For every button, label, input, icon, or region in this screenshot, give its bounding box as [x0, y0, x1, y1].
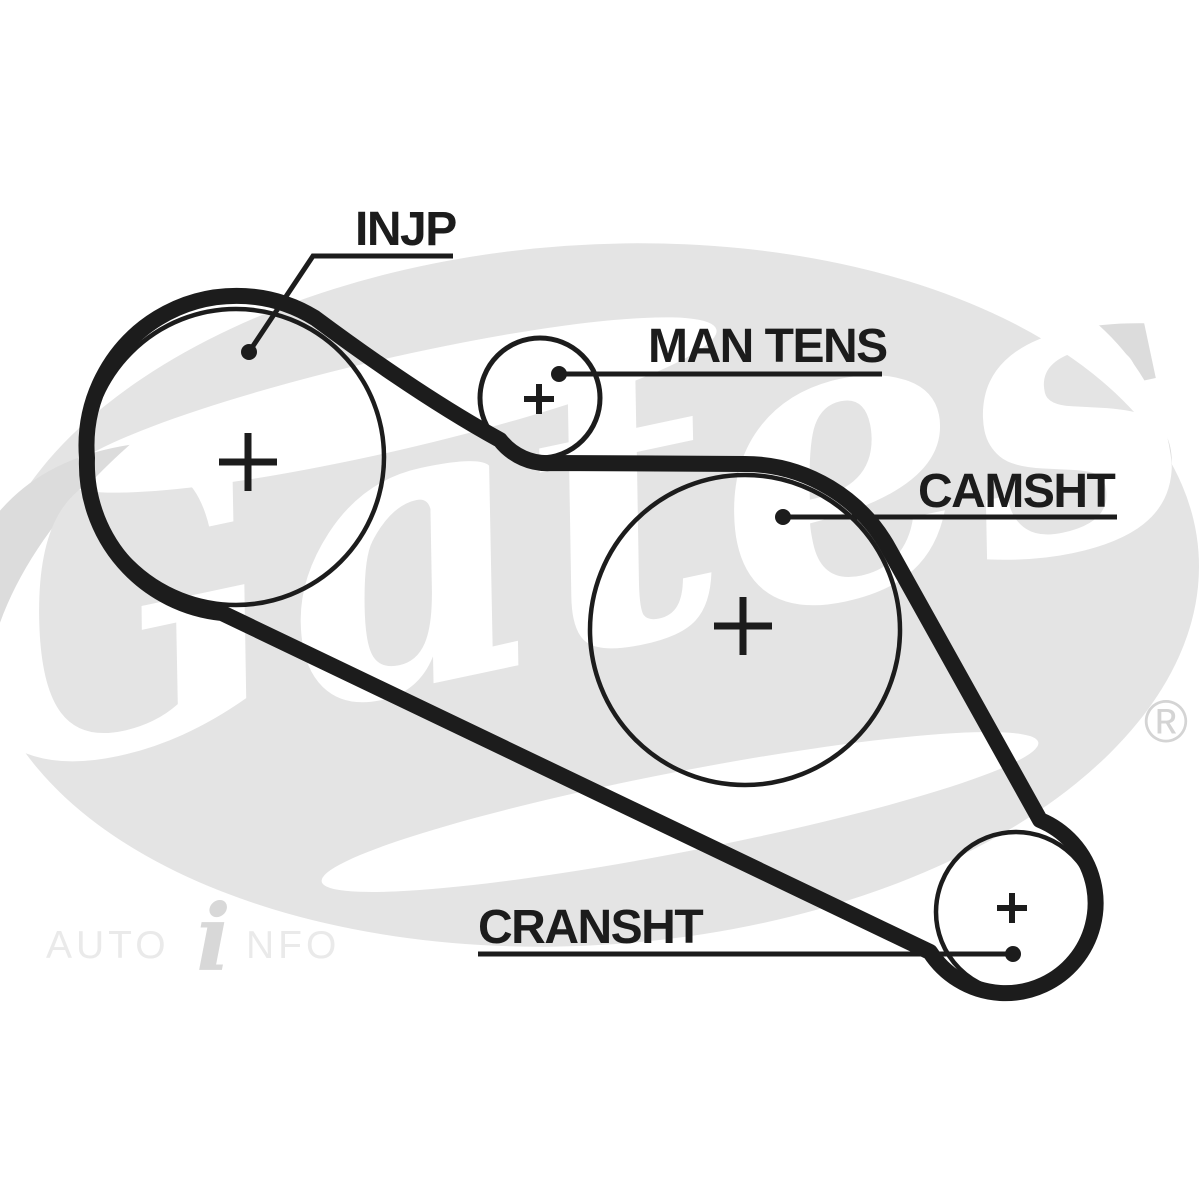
autoinfo-i-glyph: i: [196, 884, 231, 992]
autoinfo-watermark: AUTO i NFO: [46, 884, 340, 992]
injp-center-cross: [219, 433, 277, 491]
swoosh-band-upper: [63, 317, 717, 493]
cransht-center-cross: [997, 893, 1027, 923]
man-tens-leader-dot: [551, 366, 567, 382]
man-tens-leader: [551, 366, 882, 382]
camsht-pulley-circle: [587, 472, 903, 788]
autoinfo-auto-text: AUTO: [46, 924, 170, 967]
injp-leader-line: [246, 253, 453, 354]
cransht-leader-dot: [1005, 946, 1021, 962]
pulley-labels: INJP MAN TENS CAMSHT CRANSHT: [355, 203, 1117, 954]
injp-leader-dot: [241, 344, 257, 360]
registered-trademark-symbol: ®: [1144, 688, 1188, 755]
man-tens-label: MAN TENS: [648, 320, 887, 373]
cransht-label: CRANSHT: [478, 901, 703, 954]
autoinfo-nfo-text: NFO: [246, 924, 340, 967]
injp-label: INJP: [355, 203, 456, 256]
camsht-leader-dot: [775, 509, 791, 525]
timing-belt-path: [78, 287, 1104, 1002]
gates-swoosh-bands: [63, 317, 1039, 892]
camsht-label: CAMSHT: [918, 465, 1115, 518]
man-tens-center-cross: [524, 384, 554, 414]
swoosh-band-lower: [321, 732, 1039, 892]
pulley-center-crosses: [219, 384, 1027, 923]
camsht-center-cross: [714, 597, 772, 655]
camsht-leader: [775, 509, 1117, 525]
injp-leader: [241, 253, 453, 360]
